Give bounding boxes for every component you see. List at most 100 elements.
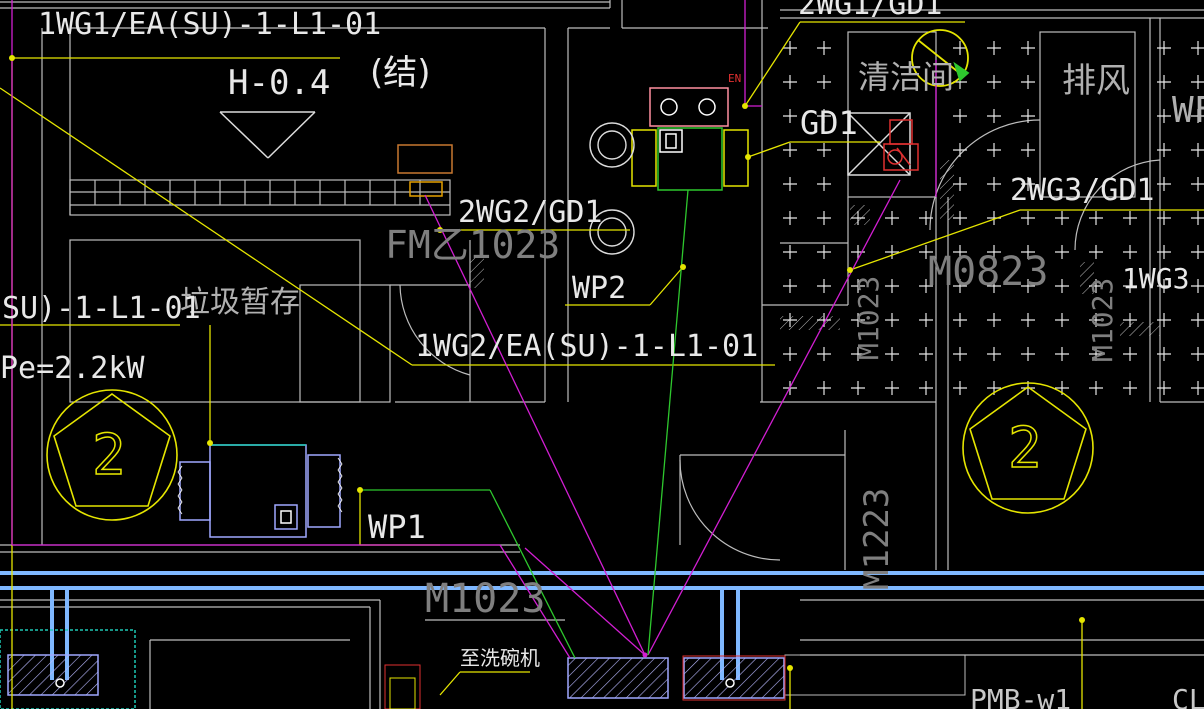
tile-cross <box>953 109 967 123</box>
door-label-m1023-b: M1023 <box>1086 278 1119 362</box>
tile-cross <box>885 313 899 327</box>
tile-cross <box>1089 279 1103 293</box>
circuit-label-top-left: 1WG1/EA(SU)-1-L1-01 <box>38 7 381 42</box>
tile-cross <box>1157 41 1171 55</box>
tile-cross <box>783 41 797 55</box>
tile-cross <box>817 313 831 327</box>
tile-cross <box>987 245 1001 259</box>
label-gd1: GD1 <box>800 104 858 142</box>
tile-cross <box>851 211 865 225</box>
tile-cross <box>817 279 831 293</box>
tile-cross <box>1123 313 1137 327</box>
tile-cross <box>851 381 865 395</box>
tile-cross <box>1123 211 1137 225</box>
tile-cross <box>1191 381 1204 395</box>
label-wp2: WP2 <box>572 271 626 306</box>
tile-cross <box>1191 143 1204 157</box>
tile-cross <box>783 347 797 361</box>
tile-cross <box>987 313 1001 327</box>
tile-cross <box>1191 41 1204 55</box>
door-label-m1223: M1223 <box>857 488 897 590</box>
tile-cross <box>885 245 899 259</box>
tile-cross <box>1021 177 1035 191</box>
tile-cross <box>851 245 865 259</box>
tile-cross <box>783 211 797 225</box>
tile-cross <box>1021 347 1035 361</box>
tile-cross <box>1021 245 1035 259</box>
tile-cross <box>1191 211 1204 225</box>
tile-cross <box>851 313 865 327</box>
tile-cross <box>987 143 1001 157</box>
equipment-blocks <box>0 629 786 709</box>
tile-cross <box>919 381 933 395</box>
tile-cross <box>953 245 967 259</box>
tile-cross <box>1191 245 1204 259</box>
cl-label: CL <box>1172 683 1204 709</box>
socket-box <box>649 87 729 127</box>
tile-cross <box>817 177 831 191</box>
room-label-cleaning: 清洁间 <box>858 58 954 96</box>
equipment-tag-right <box>962 382 1094 514</box>
tile-cross <box>1157 313 1171 327</box>
circuit-label-mid: 1WG2/EA(SU)-1-L1-01 <box>415 329 758 364</box>
tile-cross <box>851 347 865 361</box>
tile-cross <box>817 381 831 395</box>
tile-cross <box>953 279 967 293</box>
tile-cross <box>1157 279 1171 293</box>
elevation-mark <box>219 111 316 159</box>
label-wp1: WP1 <box>368 508 426 546</box>
tile-cross <box>1123 245 1137 259</box>
tile-cross <box>783 75 797 89</box>
circuit-label-wg3-right: 1WG3 <box>1122 262 1189 295</box>
tile-cross <box>1055 313 1069 327</box>
tile-cross <box>1021 109 1035 123</box>
tile-cross <box>783 313 797 327</box>
tile-cross <box>1191 347 1204 361</box>
tile-cross <box>1089 347 1103 361</box>
tile-cross <box>885 381 899 395</box>
tile-cross <box>817 245 831 259</box>
tile-cross <box>783 245 797 259</box>
gauge-symbol <box>911 29 970 87</box>
tile-cross <box>919 313 933 327</box>
tile-cross <box>987 177 1001 191</box>
circuit-label-top-right: 2WG1/GD1 <box>798 0 943 22</box>
tile-cross <box>1157 177 1171 191</box>
tile-cross <box>1157 75 1171 89</box>
tile-cross <box>1021 143 1035 157</box>
sinks <box>589 122 635 255</box>
door-label-m1023-bottom: M1023 <box>425 576 545 622</box>
tile-cross <box>1021 313 1035 327</box>
power-label: Pe=2.2kW <box>0 351 145 386</box>
tile-cross <box>1021 279 1035 293</box>
tile-cross <box>1021 75 1035 89</box>
tile-cross <box>1055 347 1069 361</box>
tile-cross <box>919 245 933 259</box>
door-label-fm: FM乙1023 <box>385 223 560 267</box>
tile-cross <box>885 347 899 361</box>
tile-cross <box>1123 381 1137 395</box>
tile-cross <box>1123 279 1137 293</box>
tile-cross <box>817 41 831 55</box>
circuit-label-left: SU)-1-L1-01 <box>2 291 201 326</box>
equipment-number-right: 2 <box>1008 416 1042 481</box>
tile-cross <box>885 279 899 293</box>
tile-cross <box>1123 347 1137 361</box>
tile-cross <box>953 177 967 191</box>
small-fan-unit <box>631 127 749 191</box>
tile-cross <box>1191 313 1204 327</box>
room-label-garbage: 垃圾暂存 <box>180 285 300 320</box>
tile-cross <box>1089 313 1103 327</box>
tile-cross <box>817 109 831 123</box>
tile-cross <box>953 381 967 395</box>
tile-cross <box>817 211 831 225</box>
tile-cross <box>1055 211 1069 225</box>
tile-cross <box>1021 211 1035 225</box>
tile-cross <box>783 109 797 123</box>
tile-cross <box>1157 211 1171 225</box>
junction-dots <box>9 55 1085 671</box>
tile-cross <box>919 211 933 225</box>
